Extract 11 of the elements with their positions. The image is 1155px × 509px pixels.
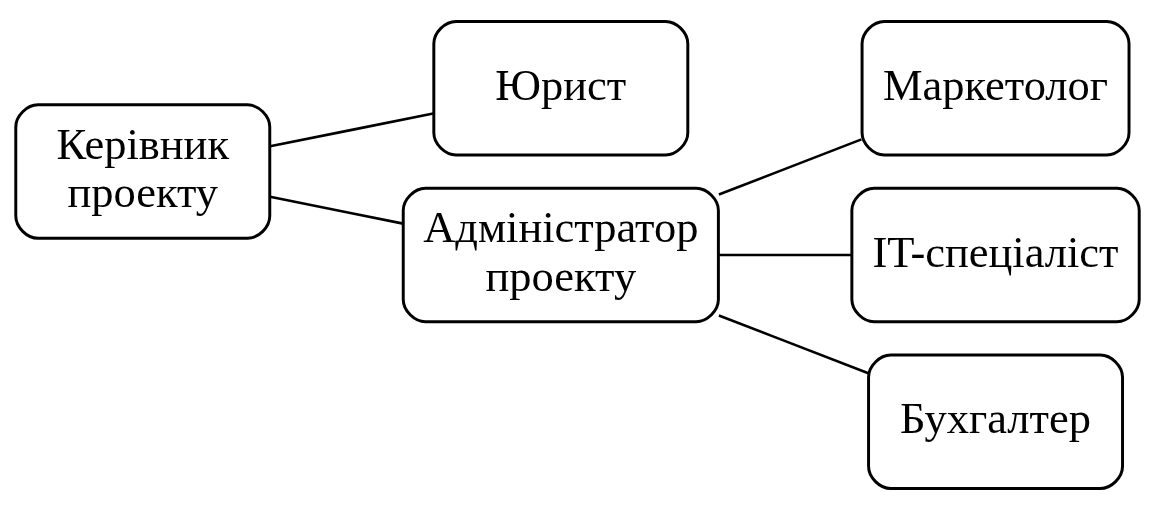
connector (269, 111, 434, 148)
node-box: IT-спеціаліст (850, 186, 1141, 323)
node-box: Бухгалтер (867, 353, 1124, 490)
connector (718, 253, 852, 256)
node-box: Керівник проекту (14, 102, 272, 240)
node-box: Юрист (432, 19, 690, 156)
node-box: Адміністратор проекту (401, 186, 720, 323)
connector (269, 195, 404, 225)
connector (718, 137, 862, 196)
node-box: Маркетолог (860, 19, 1131, 156)
connector (718, 313, 869, 375)
